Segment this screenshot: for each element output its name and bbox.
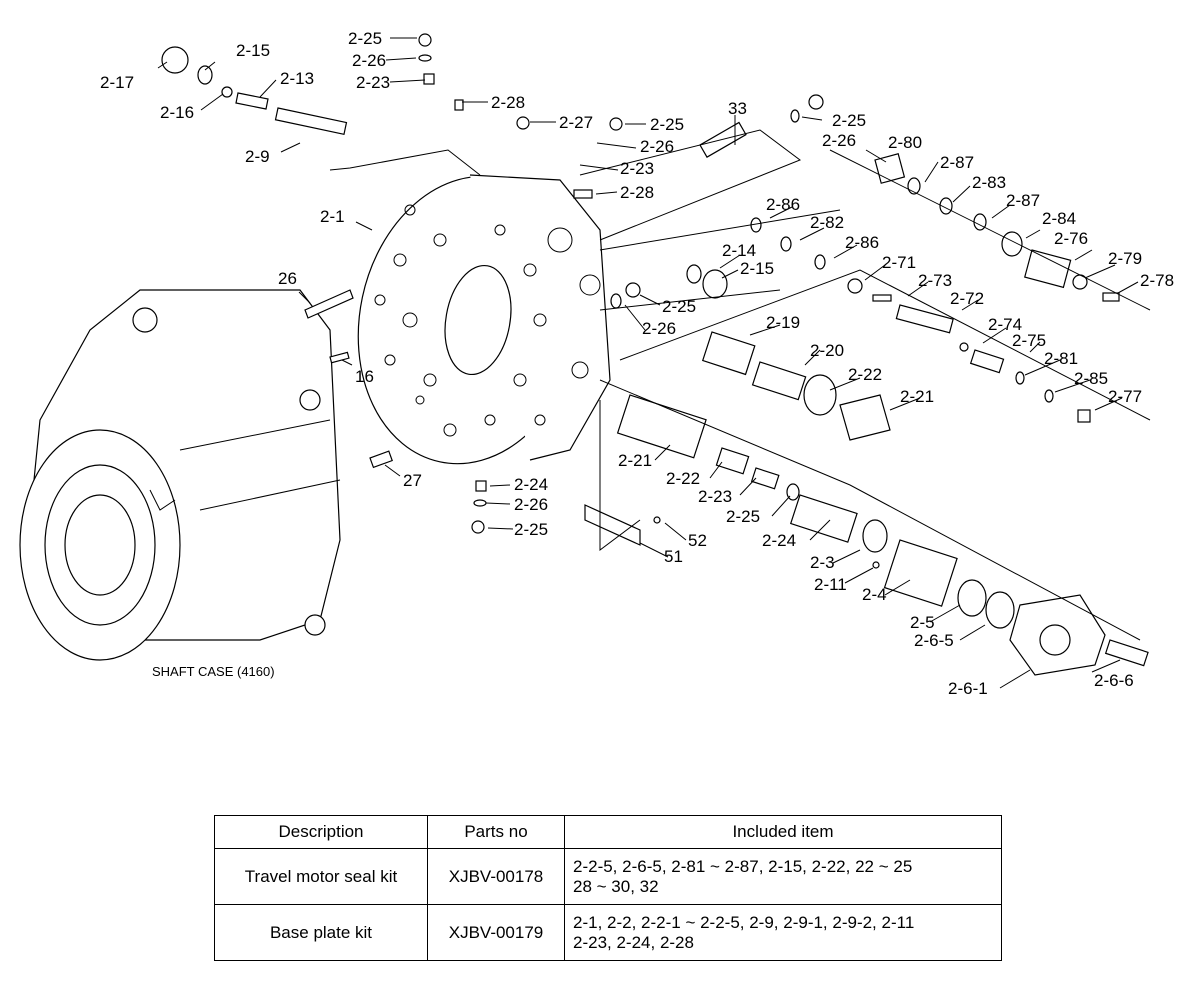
base-plate xyxy=(357,174,611,465)
part-label: 2-82 xyxy=(810,213,844,232)
part-label: 2-6-5 xyxy=(914,631,954,650)
part-label: 2-72 xyxy=(950,289,984,308)
part-label: 2-14 xyxy=(722,241,756,260)
part-label: 27 xyxy=(403,471,422,490)
part-label: 2-76 xyxy=(1054,229,1088,248)
part-label: 2-25 xyxy=(348,29,382,48)
part-label: 2-27 xyxy=(559,113,593,132)
part-label: 2-20 xyxy=(810,341,844,360)
part-label: 2-13 xyxy=(280,69,314,88)
part-label: 2-84 xyxy=(1042,209,1076,228)
part-label: 2-24 xyxy=(514,475,548,494)
part-label: 2-9 xyxy=(245,147,270,166)
part-label: 2-26 xyxy=(514,495,548,514)
part-label: 2-23 xyxy=(698,487,732,506)
included-line: 28 ~ 30, 32 xyxy=(573,876,659,896)
part-label: 2-15 xyxy=(740,259,774,278)
part-label: 2-21 xyxy=(618,451,652,470)
part-label: 33 xyxy=(728,99,747,118)
part-label: 2-6-6 xyxy=(1094,671,1134,690)
part-label: 2-1 xyxy=(320,207,345,226)
part-label: 2-15 xyxy=(236,41,270,60)
part-label: 2-22 xyxy=(848,365,882,384)
row-parts-no: XJBV-00179 xyxy=(427,904,565,961)
part-label: 2-28 xyxy=(620,183,654,202)
row-description: Base plate kit xyxy=(214,904,428,961)
part-label: 2-23 xyxy=(356,73,390,92)
shaft-case xyxy=(19,289,341,661)
leader-lines xyxy=(157,37,1151,689)
part-label: 2-5 xyxy=(910,613,935,632)
part-label: 2-26 xyxy=(822,131,856,150)
part-label: 2-16 xyxy=(160,103,194,122)
row-included-items: 2-2-5, 2-6-5, 2-81 ~ 2-87, 2-15, 2-22, 2… xyxy=(564,848,1002,905)
part-label: 2-21 xyxy=(900,387,934,406)
part-label: 2-26 xyxy=(640,137,674,156)
part-label: 2-11 xyxy=(814,575,847,594)
part-label: 2-26 xyxy=(642,319,676,338)
part-label: 52 xyxy=(688,531,707,550)
part-label: 2-71 xyxy=(882,253,916,272)
part-label: 2-4 xyxy=(862,585,887,604)
part-label: 2-28 xyxy=(491,93,525,112)
exploded-parts-diagram: 2-25 2-26 2-23 2-28 2-27 2-25 2-26 2-23 … xyxy=(19,29,1174,698)
part-label: 2-24 xyxy=(762,531,796,550)
shaft-case-caption: SHAFT CASE (4160) xyxy=(152,664,275,679)
table-header-row: Description Parts no Included item xyxy=(214,815,1002,849)
row-included-items: 2-1, 2-2, 2-2-1 ~ 2-2-5, 2-9, 2-9-1, 2-9… xyxy=(564,904,1002,961)
part-label: 2-74 xyxy=(988,315,1022,334)
part-label: 2-6-1 xyxy=(948,679,988,698)
part-label: 2-86 xyxy=(845,233,879,252)
part-label: 16 xyxy=(355,367,374,386)
part-label: 2-81 xyxy=(1044,349,1078,368)
part-label: 2-22 xyxy=(666,469,700,488)
part-label: 2-78 xyxy=(1140,271,1174,290)
included-line: 2-2-5, 2-6-5, 2-81 ~ 2-87, 2-15, 2-22, 2… xyxy=(573,856,913,876)
part-label: 2-83 xyxy=(972,173,1006,192)
part-label: 2-87 xyxy=(1006,191,1040,210)
part-label: 2-87 xyxy=(940,153,974,172)
part-label: 2-25 xyxy=(832,111,866,130)
part-label: 51 xyxy=(664,547,683,566)
part-label: 2-25 xyxy=(662,297,696,316)
part-label: 2-3 xyxy=(810,553,835,572)
kit-table: Description Parts no Included item Trave… xyxy=(214,815,1002,961)
part-label: 26 xyxy=(278,269,297,288)
part-label: 2-25 xyxy=(726,507,760,526)
part-label: 2-77 xyxy=(1108,387,1142,406)
part-label: 2-25 xyxy=(650,115,684,134)
part-label: 2-23 xyxy=(620,159,654,178)
included-line: 2-1, 2-2, 2-2-1 ~ 2-2-5, 2-9, 2-9-1, 2-9… xyxy=(573,912,915,932)
column-header-description: Description xyxy=(214,815,428,849)
part-label: 2-17 xyxy=(100,73,134,92)
part-label: 2-19 xyxy=(766,313,800,332)
included-line: 2-23, 2-24, 2-28 xyxy=(573,932,694,952)
part-label: 2-26 xyxy=(352,51,386,70)
components xyxy=(161,33,1149,676)
part-label: 2-73 xyxy=(918,271,952,290)
column-header-included-item: Included item xyxy=(564,815,1002,849)
part-label: 2-86 xyxy=(766,195,800,214)
table-row: Base plate kit XJBV-00179 2-1, 2-2, 2-2-… xyxy=(214,904,1002,961)
part-labels: 2-25 2-26 2-23 2-28 2-27 2-25 2-26 2-23 … xyxy=(100,29,1174,698)
row-description: Travel motor seal kit xyxy=(214,848,428,905)
row-parts-no: XJBV-00178 xyxy=(427,848,565,905)
table-row: Travel motor seal kit XJBV-00178 2-2-5, … xyxy=(214,848,1002,905)
part-label: 2-80 xyxy=(888,133,922,152)
part-label: 2-25 xyxy=(514,520,548,539)
part-label: 2-85 xyxy=(1074,369,1108,388)
column-header-parts-no: Parts no xyxy=(427,815,565,849)
part-label: 2-79 xyxy=(1108,249,1142,268)
part-label: 2-75 xyxy=(1012,331,1046,350)
